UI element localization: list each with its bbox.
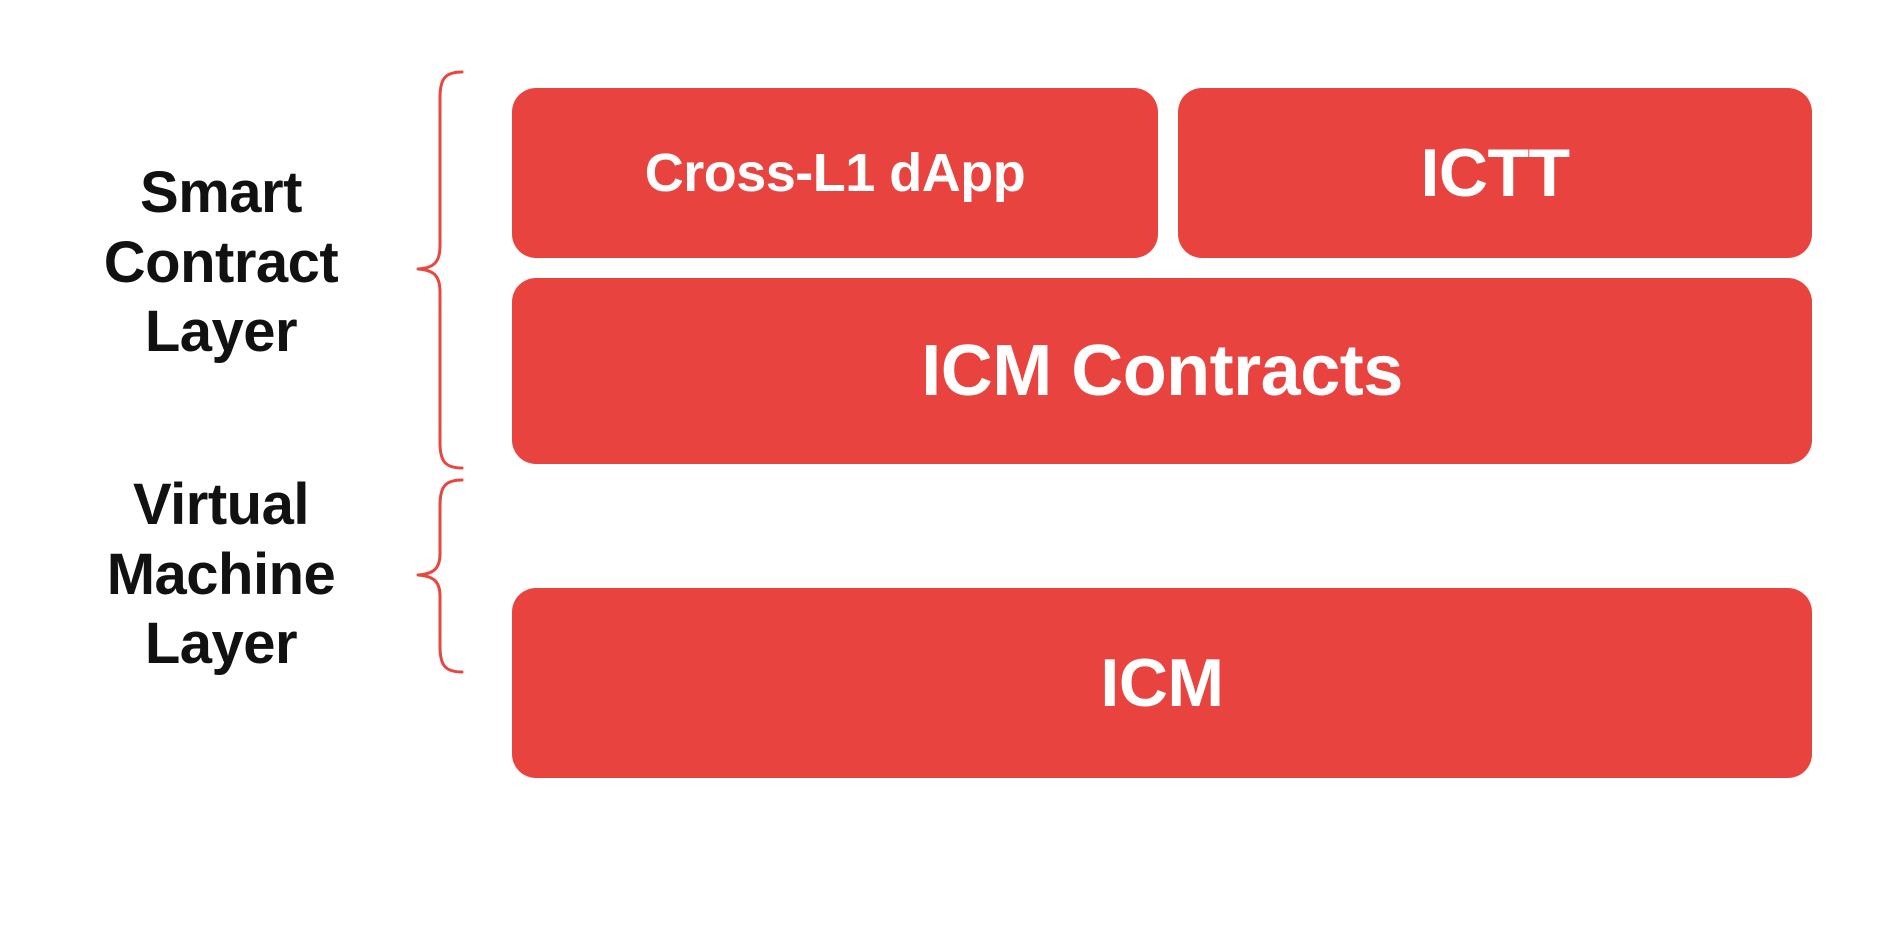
block-cross-l1-dapp[interactable]: Cross-L1 dApp [512, 88, 1158, 258]
layer-label-smart-contract: Smart Contract Layer [103, 160, 339, 365]
block-icm-contracts[interactable]: ICM Contracts [512, 278, 1812, 464]
block-icm[interactable]: ICM [512, 588, 1812, 778]
curly-brace-virtual-machine-icon [416, 478, 464, 674]
block-ictt[interactable]: ICTT [1178, 88, 1812, 258]
layer-label-virtual-machine: Virtual Machine Layer [106, 472, 336, 677]
curly-brace-smart-contract-icon [416, 70, 464, 470]
